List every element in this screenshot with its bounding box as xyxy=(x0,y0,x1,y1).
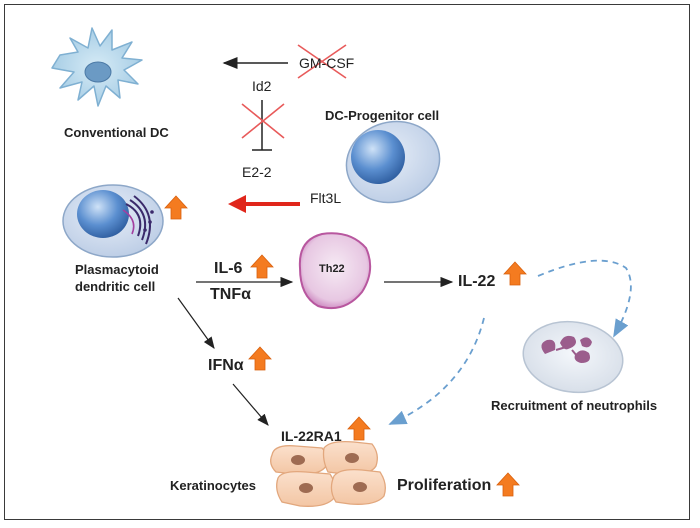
th22-label: Th22 xyxy=(319,263,345,275)
id2-inhibition-symbol xyxy=(241,100,285,151)
ifna-label: IFNα xyxy=(208,357,244,374)
th22-cell-icon xyxy=(298,232,372,310)
ifna-to-il22ra1-arrow xyxy=(232,383,269,426)
il22-to-il22ra1-arrow xyxy=(388,317,485,425)
neutrophils-label: Recruitment of neutrophils xyxy=(491,398,658,413)
gm-csf-label: GM-CSF xyxy=(299,55,355,71)
tnfa-label: TNFα xyxy=(210,286,251,303)
dc-progenitor-label: DC-Progenitor cell xyxy=(325,108,440,123)
e2-2-label: E2-2 xyxy=(242,164,272,180)
il22-label: IL-22 xyxy=(458,273,496,290)
pdc-up-arrow xyxy=(164,195,188,220)
il22-to-neutrophils-arrow xyxy=(537,259,632,338)
flt3l-label: Flt3L xyxy=(310,190,342,206)
pdc-label-line1: Plasmacytoid xyxy=(75,262,159,277)
flt3l-arrow xyxy=(228,195,300,213)
ifna-up-arrow xyxy=(248,346,272,371)
dc-progenitor-cell-icon xyxy=(345,120,441,204)
conventional-dc-icon xyxy=(51,27,143,107)
neutrophil-icon xyxy=(522,320,624,394)
figure-frame xyxy=(4,4,690,520)
il22-up-arrow xyxy=(503,261,527,286)
pdc-label-line2: dendritic cell xyxy=(75,279,156,294)
il22ra1-up-arrow xyxy=(347,416,371,441)
conventional-dc-label: Conventional DC xyxy=(64,125,169,140)
plasmacytoid-dc-icon xyxy=(62,184,164,258)
proliferation-up-arrow xyxy=(496,472,520,497)
il6-up-arrow xyxy=(250,254,274,279)
il6-label: IL-6 xyxy=(214,260,243,277)
keratinocytes-label: Keratinocytes xyxy=(170,478,256,493)
gmcsf-cross xyxy=(297,44,347,79)
id2-label: Id2 xyxy=(252,78,272,94)
keratinocytes-icon xyxy=(270,440,386,507)
il22ra1-label: IL-22RA1 xyxy=(281,428,342,444)
pdc-to-ifna-arrow xyxy=(177,297,215,349)
proliferation-label: Proliferation xyxy=(397,477,492,494)
